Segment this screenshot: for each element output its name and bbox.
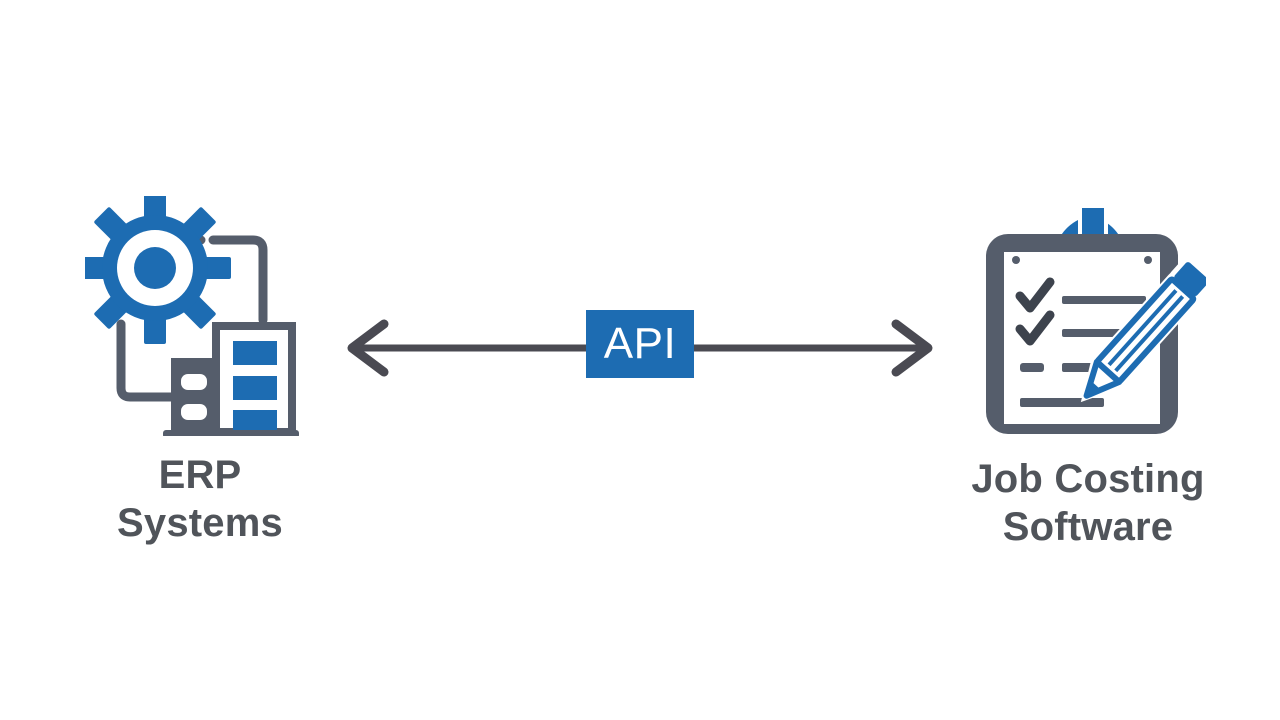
gear-icon [79, 192, 231, 344]
checklist-line-1 [1062, 296, 1146, 304]
clipboard-hardhat-pencil-icon [970, 186, 1214, 445]
tall-building-icon [212, 322, 296, 436]
node-label-erp-systems: ERP Systems [117, 453, 283, 545]
node-erp-systems[interactable]: ERP Systems [72, 192, 328, 547]
pencil-cap-icon [1174, 262, 1209, 297]
arrow-head-right-icon [891, 319, 933, 377]
api-badge-label: API [603, 319, 677, 368]
checklist-bullet-dash-icon [1020, 363, 1044, 372]
arrow-head-left-icon [347, 319, 389, 377]
pencil-lead-icon [1086, 380, 1102, 396]
pencil-icon [1080, 257, 1214, 403]
checkmark-icon [1015, 310, 1055, 346]
gear-and-buildings-icon [79, 192, 315, 441]
elbow-connector-bottom-icon [116, 319, 182, 402]
node-label-job-costing-software: Job Costing Software [971, 457, 1205, 549]
building-ground-line-icon [163, 430, 299, 438]
api-badge[interactable]: API [586, 310, 694, 378]
checklist-line-4 [1020, 398, 1104, 407]
elbow-connector-top-icon [208, 235, 268, 325]
node-job-costing-software[interactable]: Job Costing Software [952, 186, 1224, 551]
checkmark-icon [1015, 277, 1055, 313]
